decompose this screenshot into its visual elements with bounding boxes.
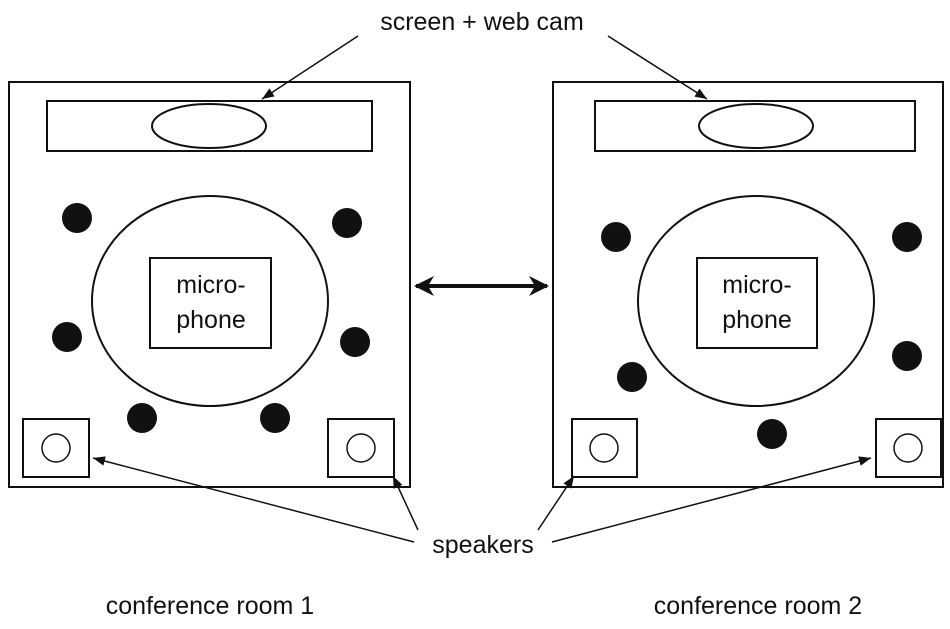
room-1-participant [62,203,92,233]
room-1-participant [260,403,290,433]
room-2-microphone [696,257,818,349]
speakers-arrow-room1-left [92,456,415,543]
speakers-arrow-room2-left [537,475,575,531]
room-1-participant [127,403,157,433]
room-2-speaker-left-cone [589,433,619,463]
room-2-webcam [698,103,814,149]
room-1-participant [332,208,362,238]
screen-arrow-left [261,35,359,100]
room-2-participant [892,341,922,371]
room-1-participant [52,322,82,352]
room-1-webcam [151,103,267,149]
speakers-label: speakers [432,531,533,559]
room-2-participant [617,362,647,392]
room-2-mic-label-2: phone [722,306,792,334]
room-2-screen [594,100,916,152]
room-1-outline [8,81,411,488]
room-2-table [637,195,875,407]
room-1-participant [340,327,370,357]
room-1-mic-label-2: phone [176,306,246,334]
room-1-screen [46,100,373,152]
room-1-table [91,195,329,407]
room-1-speaker-left-cone [41,433,71,463]
room-1-caption: conference room 1 [106,592,314,620]
room-1-speaker-right-cone [346,433,376,463]
screen-arrow-right [607,35,708,100]
speakers-arrow-room2-right [551,456,872,543]
room-2-speaker-left [571,418,638,478]
room-2-caption: conference room 2 [654,592,862,620]
room-2-outline [552,81,944,488]
speakers-arrow-room1-right [392,475,419,531]
room-1-speaker-right [327,418,395,478]
room-2-speaker-right-cone [893,433,923,463]
conference-room-1: micro- phone [8,81,411,488]
room-2-participant [601,222,631,252]
room-1-mic-label-1: micro- [176,271,245,299]
room-2-participant [892,222,922,252]
room-2-participant [757,419,787,449]
room-2-speaker-right [875,418,942,478]
conference-room-2: micro- phone [552,81,944,488]
room-1-speaker-left [22,418,90,478]
room-2-mic-label-1: micro- [722,271,791,299]
room-1-microphone [149,257,272,349]
screen-webcam-label: screen + web cam [380,8,584,36]
